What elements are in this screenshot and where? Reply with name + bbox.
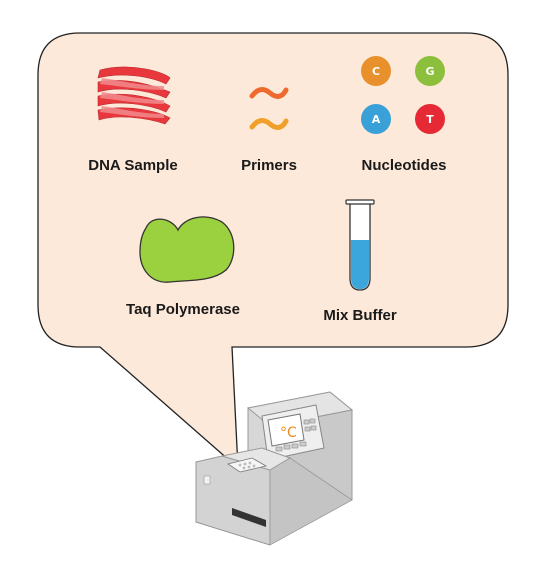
- dna-sample-label: DNA Sample: [88, 157, 178, 174]
- nucleotides-icon: C G A T: [361, 56, 445, 134]
- front-slot: [232, 508, 266, 527]
- display-temperature: °C: [280, 425, 297, 441]
- nucleotide-letter-g: G: [425, 65, 434, 78]
- primers-icon: [249, 87, 289, 130]
- nucleotide-a: [361, 104, 391, 134]
- mix-buffer-icon: [345, 199, 375, 291]
- primers-label: Primers: [241, 157, 297, 174]
- nucleotide-letter-c: C: [372, 65, 380, 78]
- speech-bubble: [37, 32, 509, 470]
- taq-polymerase-icon: [139, 216, 235, 283]
- side-vent: [203, 475, 211, 485]
- dna-sample-icon: [97, 66, 171, 125]
- sample-block: [227, 457, 268, 473]
- nucleotide-letter-t: T: [426, 113, 434, 126]
- thermocycler-device: °C: [195, 391, 354, 546]
- taq-polymerase-label: Taq Polymerase: [126, 301, 240, 318]
- nucleotide-g: [415, 56, 445, 86]
- nucleotide-t: [415, 104, 445, 134]
- nucleotide-c: [361, 56, 391, 86]
- nucleotides-label: Nucleotides: [361, 157, 447, 174]
- display-screen: [267, 413, 305, 447]
- nucleotide-letter-a: A: [372, 113, 381, 126]
- mix-buffer-label: Mix Buffer: [323, 307, 397, 324]
